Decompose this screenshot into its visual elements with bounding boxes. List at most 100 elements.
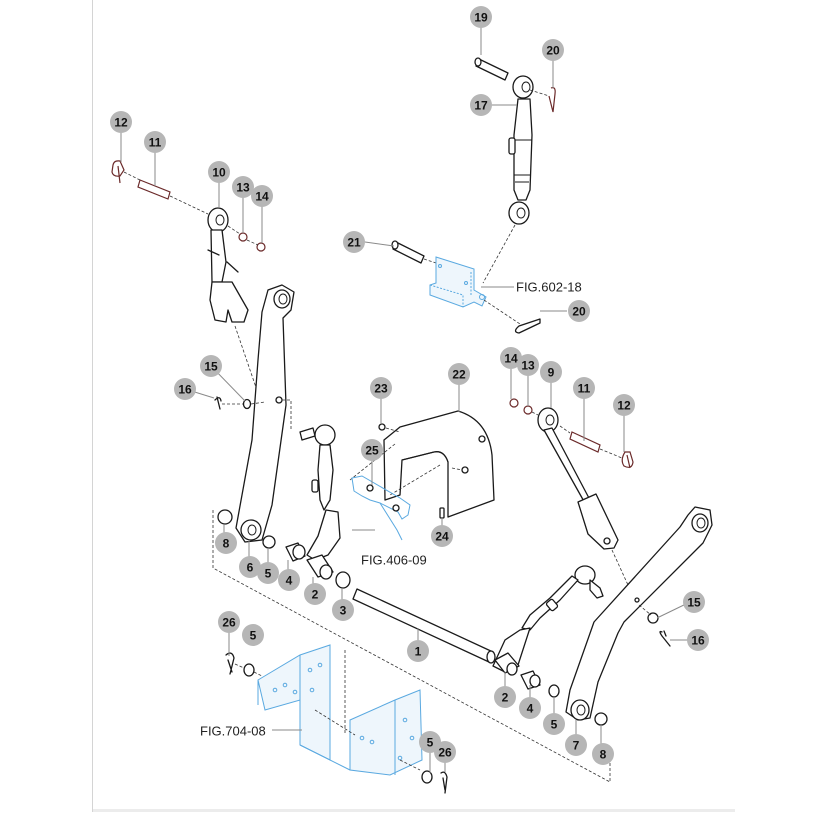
nut-14-right (509, 398, 519, 408)
fig-406-09-bracket (351, 475, 411, 520)
callout-bubble (470, 6, 492, 28)
callout-6[interactable]: 6 (239, 556, 261, 578)
callout-bubble (110, 111, 132, 133)
left-lift-arm (214, 284, 295, 543)
callout-12[interactable]: 12 (110, 111, 132, 133)
callout-13[interactable]: 13 (517, 354, 539, 376)
callout-7[interactable]: 7 (565, 734, 587, 756)
callout-20[interactable]: 20 (568, 300, 590, 322)
callout-bubble (361, 439, 383, 461)
callout-22[interactable]: 22 (448, 363, 470, 385)
top-link-lower-eye (508, 201, 530, 225)
nut-23 (378, 423, 386, 431)
page-bottom-border (93, 809, 735, 812)
callout-number: 20 (546, 44, 560, 58)
callout-number: 26 (222, 616, 236, 630)
callout-1[interactable]: 1 (407, 640, 429, 662)
callout-number: 5 (427, 736, 434, 750)
left-lift-rod-upper (111, 160, 266, 406)
callout-bubble (592, 743, 614, 765)
callout-16[interactable]: 16 (687, 629, 709, 651)
callout-14[interactable]: 14 (500, 347, 522, 369)
callout-bubble (144, 131, 166, 153)
callout-24[interactable]: 24 (431, 525, 453, 547)
callout-8[interactable]: 8 (592, 743, 614, 765)
callout-number: 9 (548, 366, 555, 380)
callout-15[interactable]: 15 (683, 591, 705, 613)
right-lift-rod (509, 398, 634, 586)
callout-16[interactable]: 16 (174, 378, 196, 400)
callout-bubble (573, 377, 595, 399)
callout-bubble (251, 185, 273, 207)
callout-14[interactable]: 14 (251, 185, 273, 207)
callout-26[interactable]: 26 (218, 611, 240, 633)
top-link-assembly (474, 57, 556, 284)
callout-8[interactable]: 8 (215, 532, 237, 554)
callout-26[interactable]: 26 (434, 741, 456, 763)
callout-bubble (434, 741, 456, 763)
callout-10[interactable]: 10 (208, 161, 230, 183)
callout-5[interactable]: 5 (257, 562, 279, 584)
callout-4[interactable]: 4 (278, 569, 300, 591)
clip-26-right (440, 771, 448, 794)
callout-bubble (517, 354, 539, 376)
callout-number: 3 (340, 604, 347, 618)
nut-14-left (256, 242, 266, 252)
fig-704-08-label[interactable]: FIG.704-08 (200, 724, 266, 739)
callout-15[interactable]: 15 (200, 355, 222, 377)
callout-5[interactable]: 5 (543, 713, 565, 735)
callout-bubble (200, 355, 222, 377)
pin-11-right (569, 431, 601, 453)
bushing-8-left (217, 509, 233, 525)
fig-602-18-label[interactable]: FIG.602-18 (516, 280, 582, 295)
callout-11[interactable]: 11 (144, 131, 166, 153)
left-link-rod-crank (306, 509, 341, 561)
callout-bubble (218, 611, 240, 633)
callout-13[interactable]: 13 (232, 176, 254, 198)
callout-number: 11 (149, 136, 162, 150)
callout-25[interactable]: 25 (361, 439, 383, 461)
callout-3[interactable]: 3 (332, 599, 354, 621)
callout-11[interactable]: 11 (573, 377, 595, 399)
fig-602-18-bracket (429, 256, 487, 308)
callout-bubble (239, 556, 261, 578)
callout-12[interactable]: 12 (613, 394, 635, 416)
callout-number: 26 (438, 746, 452, 760)
callout-number: 16 (691, 634, 705, 648)
callout-5[interactable]: 5 (242, 624, 264, 646)
lift-rod-9-clevis (577, 493, 619, 550)
bushing-3 (335, 571, 351, 589)
callout-number: 19 (474, 11, 488, 25)
washer-5-frame-left (243, 663, 255, 677)
callout-number: 4 (527, 702, 534, 716)
callout-bubble (174, 378, 196, 400)
callout-number: 17 (474, 99, 488, 113)
callout-bubble (613, 394, 635, 416)
callout-4[interactable]: 4 (519, 697, 541, 719)
callout-9[interactable]: 9 (540, 361, 562, 383)
callout-number: 14 (504, 352, 518, 366)
callout-17[interactable]: 17 (470, 94, 492, 116)
callout-21[interactable]: 21 (343, 231, 365, 253)
callout-bubble (565, 734, 587, 756)
callout-bubble (494, 686, 516, 708)
clip-26-left (225, 652, 235, 675)
callout-23[interactable]: 23 (370, 377, 392, 399)
washer-15-left (242, 398, 252, 410)
callout-2[interactable]: 2 (494, 686, 516, 708)
callout-19[interactable]: 19 (470, 6, 492, 28)
callout-2[interactable]: 2 (304, 583, 326, 605)
callout-bubble (542, 39, 564, 61)
lift-rod-left-clevis (209, 281, 249, 323)
callout-bubble (370, 377, 392, 399)
right-lift-arm (565, 506, 713, 721)
fig-406-09-label[interactable]: FIG.406-09 (361, 553, 427, 568)
top-link-upper-eye (512, 75, 534, 99)
callout-bubble (278, 569, 300, 591)
callout-bubble (332, 599, 354, 621)
callout-number: 23 (374, 382, 388, 396)
linchpin-12-right (621, 451, 634, 469)
callout-number: 16 (178, 383, 192, 397)
callout-number: 5 (265, 567, 272, 581)
callout-20[interactable]: 20 (542, 39, 564, 61)
